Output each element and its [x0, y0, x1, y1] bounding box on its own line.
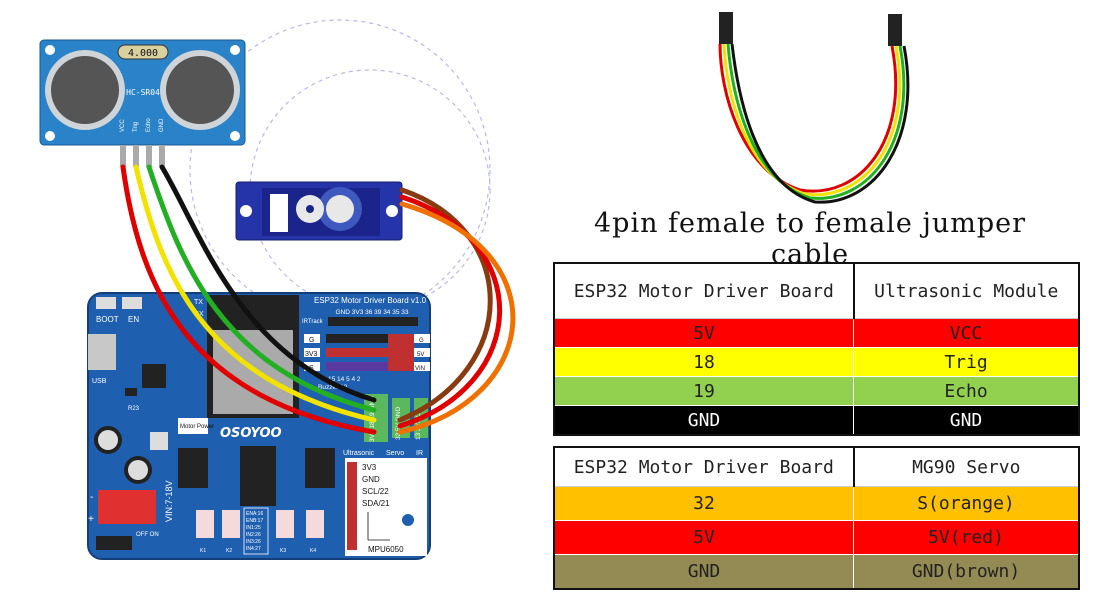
wire-green [146, 164, 377, 413]
svg-text:SDA/21: SDA/21 [362, 499, 390, 508]
svg-text:IN3:26: IN3:26 [246, 539, 261, 545]
device-pin-cell: Echo [853, 376, 1080, 406]
en-button [122, 297, 142, 309]
svg-text:ENB:17: ENB:17 [246, 518, 263, 524]
svg-text:3V3: 3V3 [305, 351, 318, 358]
board-pin-cell: 5V [553, 520, 854, 555]
svg-text:R23: R23 [128, 406, 140, 412]
table-header-row: ESP32 Motor Driver Board Ultrasonic Modu… [553, 262, 1080, 319]
table-header: Ultrasonic Module [852, 262, 1080, 319]
svg-text:GND 3V3 36 39 34 35 33: GND 3V3 36 39 34 35 33 [336, 309, 409, 316]
ultrasonic-wiring-table: ESP32 Motor Driver Board Ultrasonic Modu… [553, 262, 1080, 436]
en-label: EN [128, 315, 139, 324]
jumper-cable-caption: 4pin female to female jumper cable [593, 208, 1027, 270]
svg-text:Ultrasonic: Ultrasonic [343, 450, 375, 457]
mg90-servo [235, 181, 403, 241]
board-pin-cell: 18 [553, 347, 854, 377]
svg-text:K1: K1 [200, 548, 206, 554]
svg-text:-: - [90, 492, 93, 503]
board-pin-cell: GND [553, 405, 854, 436]
sensor-model-label: HC-SR04 [126, 88, 160, 97]
sensor-pin-label: Trig [133, 122, 139, 132]
sensor-pin-label: VCC [120, 119, 126, 132]
wire-yellow [133, 164, 377, 423]
svg-text:G: G [419, 338, 424, 344]
device-pin-cell: 5V(red) [853, 520, 1080, 555]
ultrasonic-sensor: 4.000 HC-SR04 VCC Trig Echo GND [39, 39, 246, 167]
svg-text:3V3: 3V3 [362, 463, 377, 472]
svg-text:IN1:25: IN1:25 [246, 525, 261, 531]
board-pin-cell: 32 [553, 486, 854, 521]
device-pin-cell: Trig [853, 347, 1080, 377]
svg-text:Buzzer:12: Buzzer:12 [318, 384, 348, 391]
svg-text:K2: K2 [226, 548, 232, 554]
table-header-row: ESP32 Motor Driver Board MG90 Servo [553, 446, 1080, 487]
board-pin-cell: 19 [553, 376, 854, 406]
board-pin-cell: 5V [553, 318, 854, 348]
svg-text:IRTrack: IRTrack [302, 319, 324, 325]
svg-text:15 14 5 4 2: 15 14 5 4 2 [328, 376, 361, 383]
brand-logo: OSOYOO [220, 426, 282, 441]
svg-text:VIN: VIN [415, 366, 425, 372]
boot-label: BOOT [96, 315, 119, 324]
svg-text:ENA:16: ENA:16 [246, 511, 263, 517]
svg-text:IN4:27: IN4:27 [246, 546, 261, 552]
device-pin-cell: S(orange) [853, 486, 1080, 521]
esp32-motor-driver-board: BOOT EN TX RX USB R23 Motor Power OSOYOO… [87, 292, 431, 560]
board-title: ESP32 Motor Driver Board v1.0 [314, 296, 427, 305]
svg-text:Motor Power: Motor Power [180, 424, 214, 430]
wires [120, 164, 516, 435]
sensor-crystal-label: 4.000 [128, 48, 158, 59]
device-pin-cell: GND [853, 405, 1080, 436]
svg-text:G: G [309, 337, 314, 344]
svg-text:+: + [88, 514, 94, 525]
svg-text:5V: 5V [417, 352, 424, 358]
device-pin-cell: VCC [853, 318, 1080, 348]
wire-black [159, 164, 377, 403]
svg-text:GND: GND [362, 475, 380, 484]
svg-text:USB: USB [92, 378, 107, 385]
jumper-cable [718, 12, 910, 204]
boot-button [96, 297, 116, 309]
power-terminal [98, 490, 156, 524]
sensor-pin-label: GND [159, 118, 165, 132]
wire-brown [397, 187, 493, 423]
svg-text:K3: K3 [280, 548, 286, 554]
table-header: ESP32 Motor Driver Board [553, 262, 855, 319]
device-pin-cell: GND(brown) [853, 554, 1080, 590]
svg-text:MPU6050: MPU6050 [368, 545, 404, 554]
svg-text:OFF ON: OFF ON [136, 532, 159, 538]
wire-red [120, 164, 377, 435]
table-header: ESP32 Motor Driver Board [553, 446, 855, 487]
board-pin-cell: GND [553, 554, 854, 590]
table-header: MG90 Servo [852, 446, 1080, 487]
svg-text:IN2:26: IN2:26 [246, 532, 261, 538]
svg-text:TX: TX [194, 299, 203, 306]
svg-text:K4: K4 [310, 548, 316, 554]
svg-text:Servo: Servo [386, 450, 404, 457]
sensor-pin-label: Echo [146, 118, 152, 132]
wire-orange [397, 201, 516, 435]
svg-text:VIN:7-18V: VIN:7-18V [164, 480, 174, 522]
svg-text:32 5V GND: 32 5V GND [395, 406, 402, 440]
power-switch [96, 536, 132, 550]
wire-red [397, 194, 503, 429]
usb-port [88, 334, 116, 370]
svg-text:SCL/22: SCL/22 [362, 487, 389, 496]
svg-text:IR: IR [416, 450, 423, 457]
